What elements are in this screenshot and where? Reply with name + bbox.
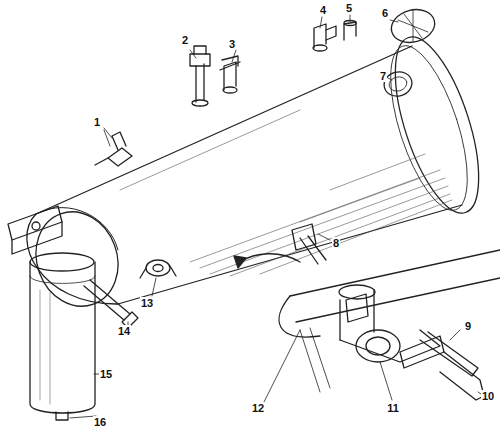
callout-number: 8 <box>332 237 340 249</box>
callout-number: 6 <box>381 7 389 19</box>
callout-number: 12 <box>251 402 265 414</box>
callout-number: 4 <box>319 4 327 16</box>
callout-number: 7 <box>379 70 387 82</box>
callout-number: 5 <box>345 2 353 14</box>
callout-number: 13 <box>140 297 154 309</box>
callout-number: 2 <box>181 34 189 46</box>
callout-number: 1 <box>93 116 101 128</box>
callout-number: 11 <box>386 402 400 414</box>
callout-number: 9 <box>464 320 472 332</box>
callout-number: 3 <box>228 38 236 50</box>
callout-number: 16 <box>93 416 107 428</box>
callout-number: 10 <box>481 390 495 402</box>
callout-number: 14 <box>117 325 131 337</box>
callout-number: 15 <box>99 368 113 380</box>
